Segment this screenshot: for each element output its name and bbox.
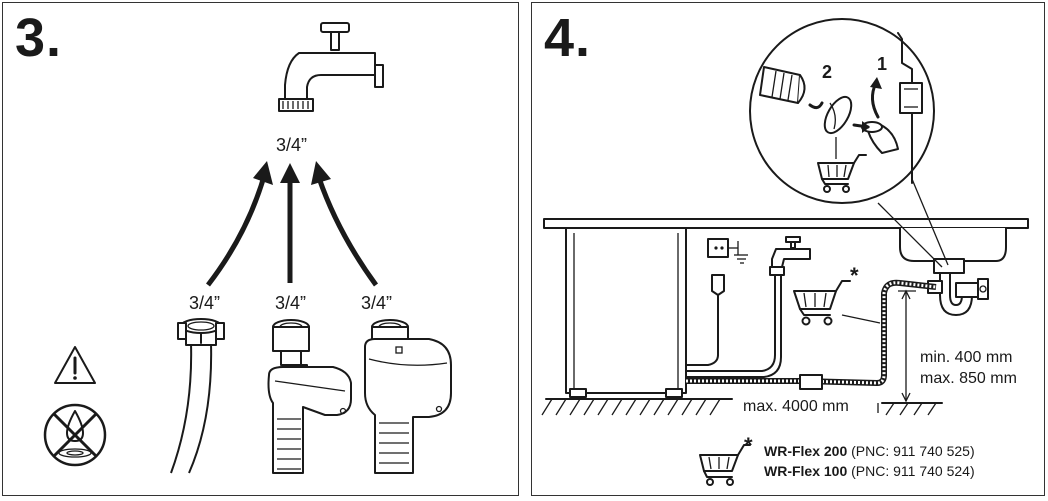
magnifier-detail-icon: [749, 18, 949, 268]
accessory-line: WR-Flex 200 (PNC: 911 740 525): [764, 444, 975, 458]
hose-size-label: 3/4”: [361, 293, 393, 313]
floor: [541, 398, 943, 416]
plain-inlet-hose: [170, 318, 225, 474]
tap-size-label: 3/4”: [276, 135, 308, 155]
accessory-line: WR-Flex 100 (PNC: 911 740 524): [764, 464, 975, 478]
height-min-label: min. 400 mm: [920, 349, 1013, 366]
no-water-on-floor-icon: [43, 403, 107, 467]
step-3-panel: 3.: [2, 2, 519, 496]
length-max-label: max. 4000 mm: [743, 398, 849, 415]
electrical-socket-icon: [685, 238, 748, 366]
worktop: [543, 218, 1029, 229]
hose-size-label: 3/4”: [275, 293, 307, 313]
accessory-asterisk: *: [850, 263, 859, 288]
aquastop-inlet-hose: [364, 319, 452, 474]
height-max-label: max. 850 mm: [920, 370, 1017, 387]
dimension-lines: [877, 289, 916, 413]
step-number: 3.: [15, 8, 63, 68]
step-3-illustration: [43, 22, 452, 474]
detail-step-label: 1: [877, 54, 888, 74]
step-4-panel: 4.: [531, 2, 1045, 496]
warning-triangle-icon: [54, 346, 96, 384]
shopping-cart-icon: [793, 280, 851, 326]
connection-arrows: [206, 161, 379, 287]
drain-hose: [686, 279, 937, 390]
footnote-asterisk: *: [744, 433, 753, 458]
step-number: 4.: [544, 8, 592, 68]
detail-step-label: 2: [822, 62, 833, 82]
accessory-pnc: (PNC: 911 740 525): [851, 443, 975, 459]
shopping-cart-icon: [699, 444, 751, 486]
safety-inlet-hose: [267, 319, 352, 474]
accessory-name: WR-Flex 100: [764, 463, 848, 479]
tap-icon: [685, 236, 811, 378]
accessory-pnc: (PNC: 911 740 524): [851, 463, 975, 479]
step-4-illustration: [541, 18, 1029, 486]
tap-icon: [278, 22, 384, 112]
hose-size-label: 3/4”: [189, 293, 221, 313]
dishwasher: [565, 227, 687, 398]
accessory-name: WR-Flex 200: [764, 443, 848, 459]
